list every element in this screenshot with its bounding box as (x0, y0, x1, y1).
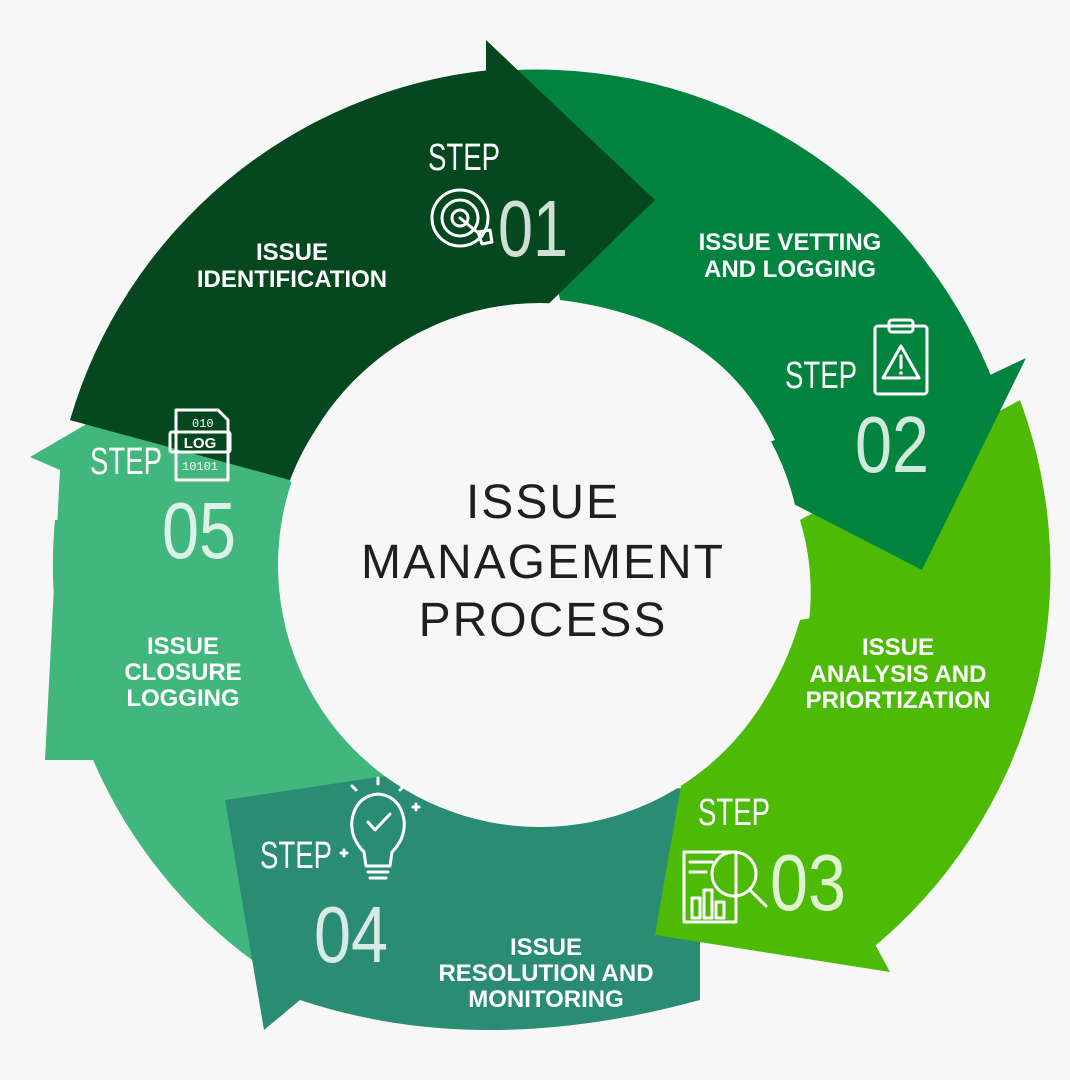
segment-02-arrowhead (560, 160, 1026, 570)
step-04-name-line-2: RESOLUTION AND (438, 960, 653, 987)
segment-step-02 (515, 69, 1026, 570)
step-03-number: 03 (770, 838, 846, 927)
step-04-name-line-1: ISSUE (510, 934, 582, 961)
step-05-group: STEP 010 LOG 10101 05 ISSUE CLOSURE LOGG… (90, 408, 242, 712)
step-03-name-line-1: ISSUE (862, 634, 934, 661)
segment-step-03 (655, 400, 1051, 972)
step-04-number: 04 (314, 890, 388, 979)
step-03-name-line-3: PRIORTIZATION (806, 687, 991, 714)
step-01-name-line-2: IDENTIFICATION (197, 266, 387, 293)
center-disc (278, 303, 802, 827)
step-02-group: ISSUE VETTING AND LOGGING STEP 02 (699, 229, 929, 489)
step-02-label: STEP (785, 355, 857, 397)
segment-step-04 (225, 765, 700, 1030)
step-01-label: STEP (428, 137, 500, 179)
step-01-group: STEP 01 ISSUE IDENTIFICATION (197, 137, 568, 293)
step-05-name-line-2: CLOSURE (124, 659, 241, 686)
step-05-number: 05 (162, 486, 236, 575)
log-icon-binary-bottom: 10101 (182, 460, 218, 474)
step-03-name-line-2: ANALYSIS AND (810, 661, 987, 688)
segment-01-arrowhead (70, 40, 655, 480)
step-05-name-line-1: ISSUE (147, 633, 219, 660)
title-line-3: PROCESS (419, 594, 668, 647)
step-04-group: STEP 04 ISSUE RESOLUTION AND MONITORING (260, 776, 654, 1013)
step-02-name-line-1: ISSUE VETTING (699, 229, 882, 256)
title-line-2: MANAGEMENT (361, 536, 725, 589)
step-05-label: STEP (90, 441, 162, 483)
log-icon-binary-top: 010 (192, 417, 214, 431)
clipboard-warning-icon (873, 318, 929, 396)
segment-04-arrowhead (225, 765, 700, 1030)
step-05-name-line-3: LOGGING (126, 685, 239, 712)
lightbulb-check-icon (339, 776, 421, 880)
step-01-number: 01 (498, 184, 568, 273)
step-02-name-line-2: AND LOGGING (704, 256, 876, 283)
step-04-label: STEP (260, 835, 332, 877)
step-02-number: 02 (855, 400, 929, 489)
log-file-icon: 010 LOG 10101 (168, 408, 232, 482)
segment-03-arrowhead (655, 580, 1020, 972)
step-03-label: STEP (698, 792, 770, 834)
log-icon-word: LOG (184, 435, 217, 452)
segment-step-01 (70, 40, 655, 480)
step-01-name-line-1: ISSUE (256, 239, 328, 266)
title-line-1: ISSUE (466, 476, 620, 529)
step-04-name-line-3: MONITORING (468, 986, 624, 1013)
step-03-group: ISSUE ANALYSIS AND PRIORTIZATION STEP 03 (682, 634, 991, 927)
target-icon (430, 188, 494, 248)
magnifier-chart-icon (682, 850, 768, 924)
